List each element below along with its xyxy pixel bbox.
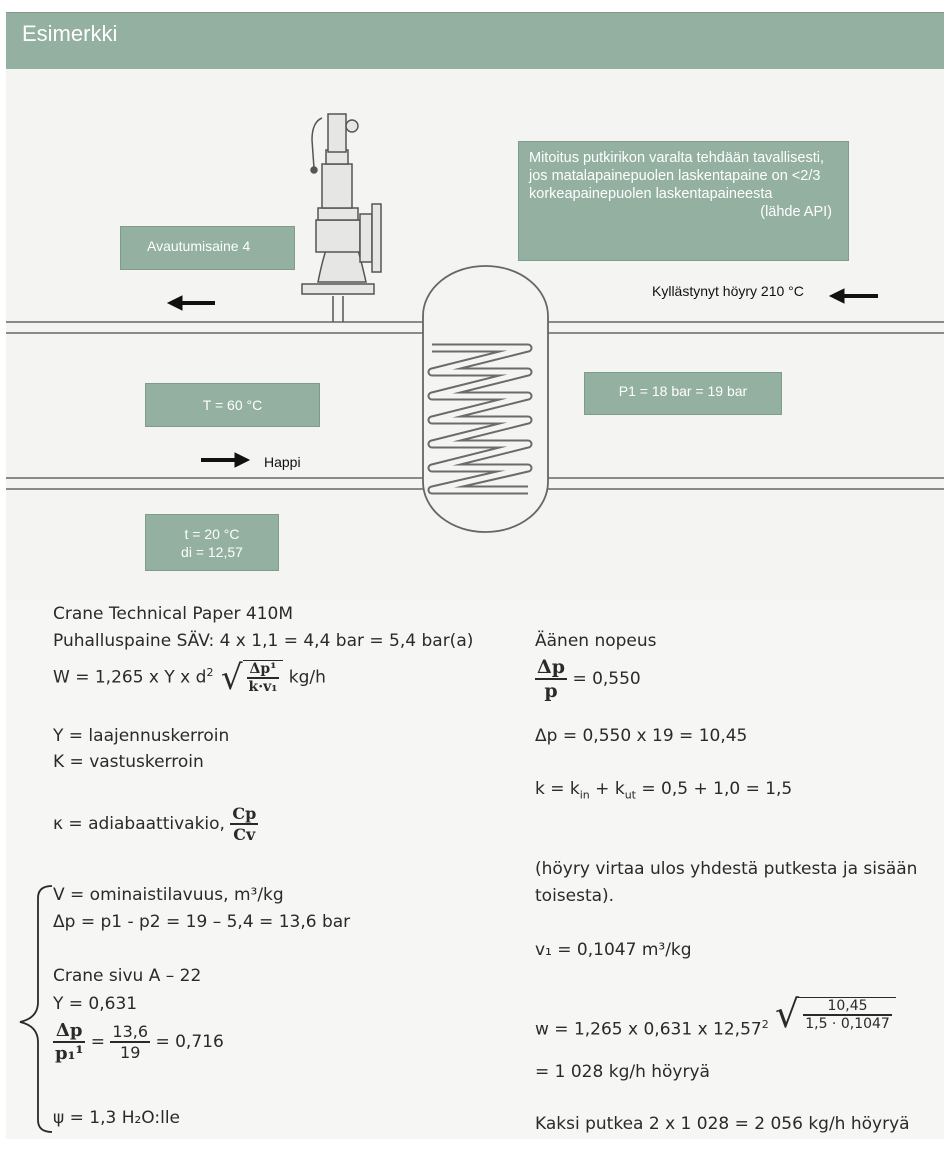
dp-result: Δp = 0,550 x 19 = 10,45 <box>535 726 748 746</box>
k-sum: k = kin + kut = 0,5 + 1,0 = 1,5 <box>535 779 793 802</box>
w-result: = 1 028 kg/h höyryä <box>535 1062 710 1082</box>
safety-valve <box>301 113 382 322</box>
info-box-inlet: t = 20 °C di = 12,57 <box>145 514 279 571</box>
sound-speed-title: Äänen nopeus <box>535 631 657 651</box>
arrow-left-valve <box>166 295 215 311</box>
reference-line: Crane Technical Paper 410M <box>53 604 294 624</box>
heat-exchanger-vessel <box>422 265 549 533</box>
psi-value: ψ = 1,3 H₂O:lle <box>53 1108 181 1128</box>
arrow-left-steam <box>828 288 878 304</box>
y-value: Y = 0,631 <box>53 994 138 1014</box>
sizing-source: (lähde API) <box>760 204 832 220</box>
crane-page: Crane sivu A – 22 <box>53 966 202 986</box>
k-definition: K = vastuskerroin <box>53 752 204 772</box>
flow-note-1: (höyry virtaa ulos yhdestä putkesta ja s… <box>535 859 918 879</box>
steam-label: Kyllästynyt höyry 210 °C <box>652 283 804 299</box>
page-title: Esimerkki <box>22 21 118 46</box>
blow-pressure-line: Puhalluspaine SÄV: 4 x 1,1 = 4,4 bar = 5… <box>53 631 474 651</box>
arrow-right-oxygen <box>201 452 251 468</box>
v-definition: V = ominaistilavuus, m³/kg <box>53 885 284 905</box>
calculation-area <box>6 599 944 1139</box>
info-box-sizing: Mitoitus putkirikon varalta tehdään tava… <box>518 141 849 261</box>
y-definition: Y = laajennuskerroin <box>53 726 230 746</box>
v1-value: v₁ = 0,1047 m³/kg <box>535 940 692 960</box>
sizing-text: Mitoitus putkirikon varalta tehdään tava… <box>529 150 824 202</box>
info-box-temperature: T = 60 °C <box>145 383 320 427</box>
process-diagram <box>6 113 944 533</box>
header-bar: Esimerkki <box>6 12 944 70</box>
info-box-pressure: P1 = 18 bar = 19 bar <box>584 372 782 415</box>
info-box-opening: Avautumisaine 4 <box>120 226 295 270</box>
flow-note-2: toisesta). <box>535 886 615 906</box>
dp-calculation: Δp = p1 - p2 = 19 – 5,4 = 13,6 bar <box>53 912 351 932</box>
total-result: Kaksi putkea 2 x 1 028 = 2 056 kg/h höyr… <box>535 1114 910 1134</box>
w-calculation: w = 1,265 x 0,631 x 12,572 <box>535 1018 769 1040</box>
brace-icon <box>19 885 53 1133</box>
oxygen-label: Happi <box>264 454 301 470</box>
